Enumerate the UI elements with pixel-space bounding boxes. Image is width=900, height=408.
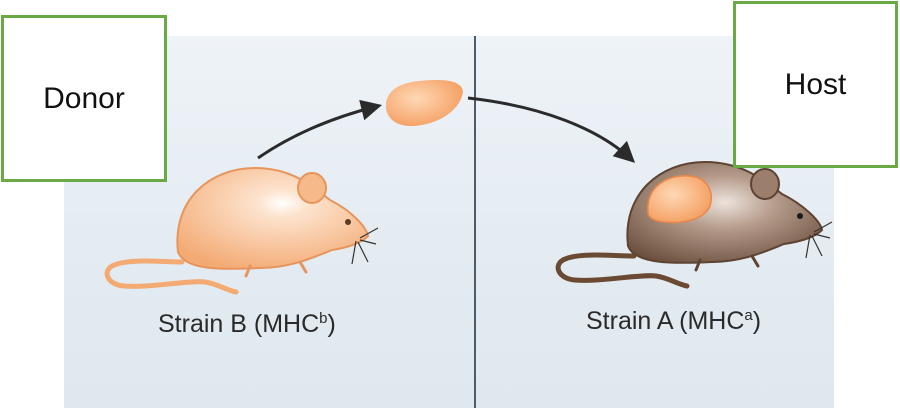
donor-body bbox=[176, 166, 370, 270]
host-mouse bbox=[555, 160, 833, 289]
skin-graft bbox=[385, 80, 463, 127]
transfer-arrow-donor-to-graft bbox=[257, 99, 383, 160]
strain-a-mhc-superscript: a bbox=[744, 307, 753, 324]
panel-divider bbox=[474, 36, 476, 408]
strain-a-name: Strain A (MHC bbox=[586, 307, 745, 335]
donor-ear bbox=[297, 172, 327, 204]
transfer-arrow-graft-to-host bbox=[467, 96, 636, 163]
donor-eye bbox=[345, 219, 351, 225]
host-ear bbox=[750, 168, 780, 200]
host-label-box: Host bbox=[733, 1, 898, 168]
strain-a-label: Strain A (MHCa) bbox=[586, 307, 761, 336]
donor-tail bbox=[104, 258, 239, 295]
donor-label: Donor bbox=[43, 81, 125, 115]
host-label: Host bbox=[784, 67, 847, 101]
strain-b-suffix: ) bbox=[327, 310, 336, 338]
donor-mouse bbox=[104, 166, 379, 295]
strain-b-label: Strain B (MHCb) bbox=[158, 310, 336, 339]
strain-b-mhc-superscript: b bbox=[319, 310, 328, 327]
donor-label-box: Donor bbox=[1, 15, 167, 182]
host-skin-graft bbox=[647, 175, 712, 224]
strain-b-name: Strain B (MHC bbox=[158, 310, 320, 338]
strain-a-suffix: ) bbox=[752, 307, 762, 335]
host-eye bbox=[797, 213, 803, 219]
host-tail bbox=[555, 252, 690, 289]
